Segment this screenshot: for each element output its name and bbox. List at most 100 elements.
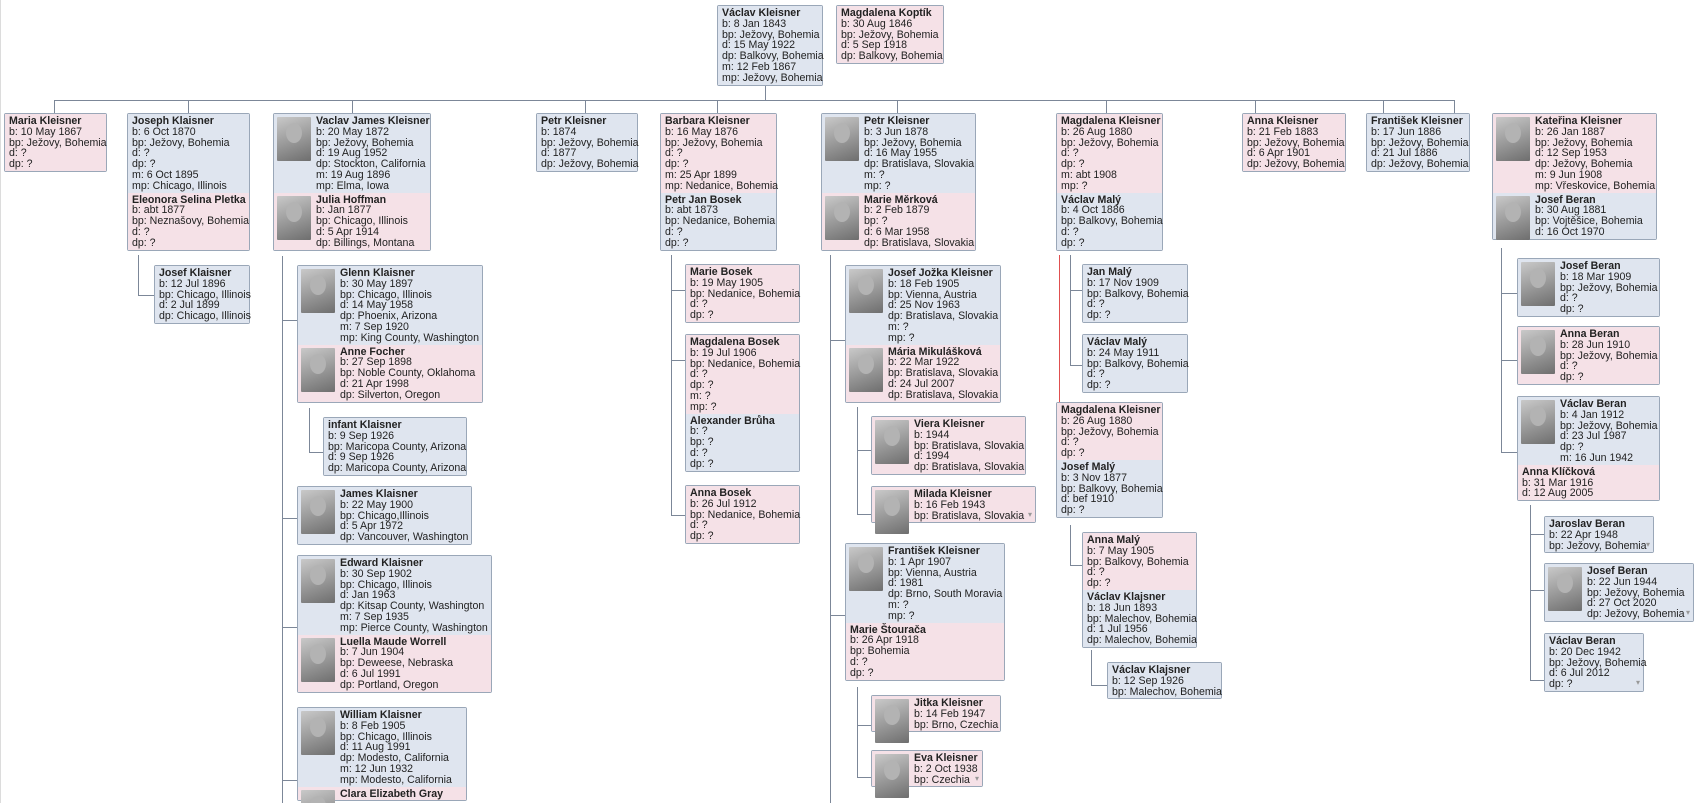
person-name[interactable]: Viera Kleisner <box>914 418 985 430</box>
person-name[interactable]: Eva Kleisner <box>914 752 978 764</box>
person-name[interactable]: Václav Klajsner <box>1087 590 1166 603</box>
person-name[interactable]: Vaclav James Kleisner <box>316 115 430 127</box>
person-name[interactable]: Václav Beran <box>1549 635 1616 647</box>
person-name[interactable]: Anna Kleisner <box>1247 115 1319 127</box>
person-name[interactable]: František Kleisner <box>1371 115 1463 127</box>
person-name[interactable]: Clara Elizabeth Gray <box>340 787 444 800</box>
person-name[interactable]: Jan Malý <box>1087 266 1132 278</box>
person-name[interactable]: Marie Měrková <box>864 193 938 206</box>
chevron-down-icon[interactable]: ▾ <box>1685 608 1690 618</box>
chevron-down-icon[interactable]: ▾ <box>1645 539 1650 549</box>
person-name[interactable]: Milada Kleisner <box>914 488 992 500</box>
person-name[interactable]: Anna Klíčková <box>1522 465 1596 478</box>
person-name[interactable]: Václav Kleisner <box>722 7 801 19</box>
person-name[interactable]: James Klaisner <box>340 488 418 500</box>
person-name[interactable]: Josef Beran <box>1560 260 1621 272</box>
person-name[interactable]: Josef Jožka Kleisner <box>888 267 993 279</box>
person-name[interactable]: Barbara Kleisner <box>665 115 750 127</box>
person-name[interactable]: František Kleisner <box>888 545 980 557</box>
person-name[interactable]: Petr Jan Bosek <box>665 193 742 206</box>
female-person[interactable]: Clara Elizabeth Gray <box>298 786 466 803</box>
chevron-down-icon[interactable]: ▾ <box>974 773 979 783</box>
chevron-down-icon[interactable]: ▾ <box>1027 509 1032 519</box>
person-name[interactable]: Magdalena Koptík <box>841 7 932 19</box>
person-name[interactable]: Marie Štouračа <box>850 623 926 636</box>
person-name[interactable]: Jaroslav Beran <box>1549 518 1625 530</box>
person-name[interactable]: Petr Kleisner <box>864 115 930 127</box>
person-name[interactable]: Joseph Klaisner <box>132 115 214 127</box>
person-name[interactable]: Julia Hoffman <box>316 193 387 206</box>
person-name[interactable]: infant Klaisner <box>328 419 402 431</box>
person-name[interactable]: Anna Malý <box>1087 534 1140 546</box>
person-name[interactable]: Alexander Brůha <box>690 414 775 427</box>
person-name[interactable]: Jitka Kleisner <box>914 697 983 709</box>
person-name[interactable]: Maria Kleisner <box>9 115 82 127</box>
person-name[interactable]: Petr Kleisner <box>541 115 607 127</box>
chevron-down-icon[interactable]: ▾ <box>1635 678 1640 688</box>
